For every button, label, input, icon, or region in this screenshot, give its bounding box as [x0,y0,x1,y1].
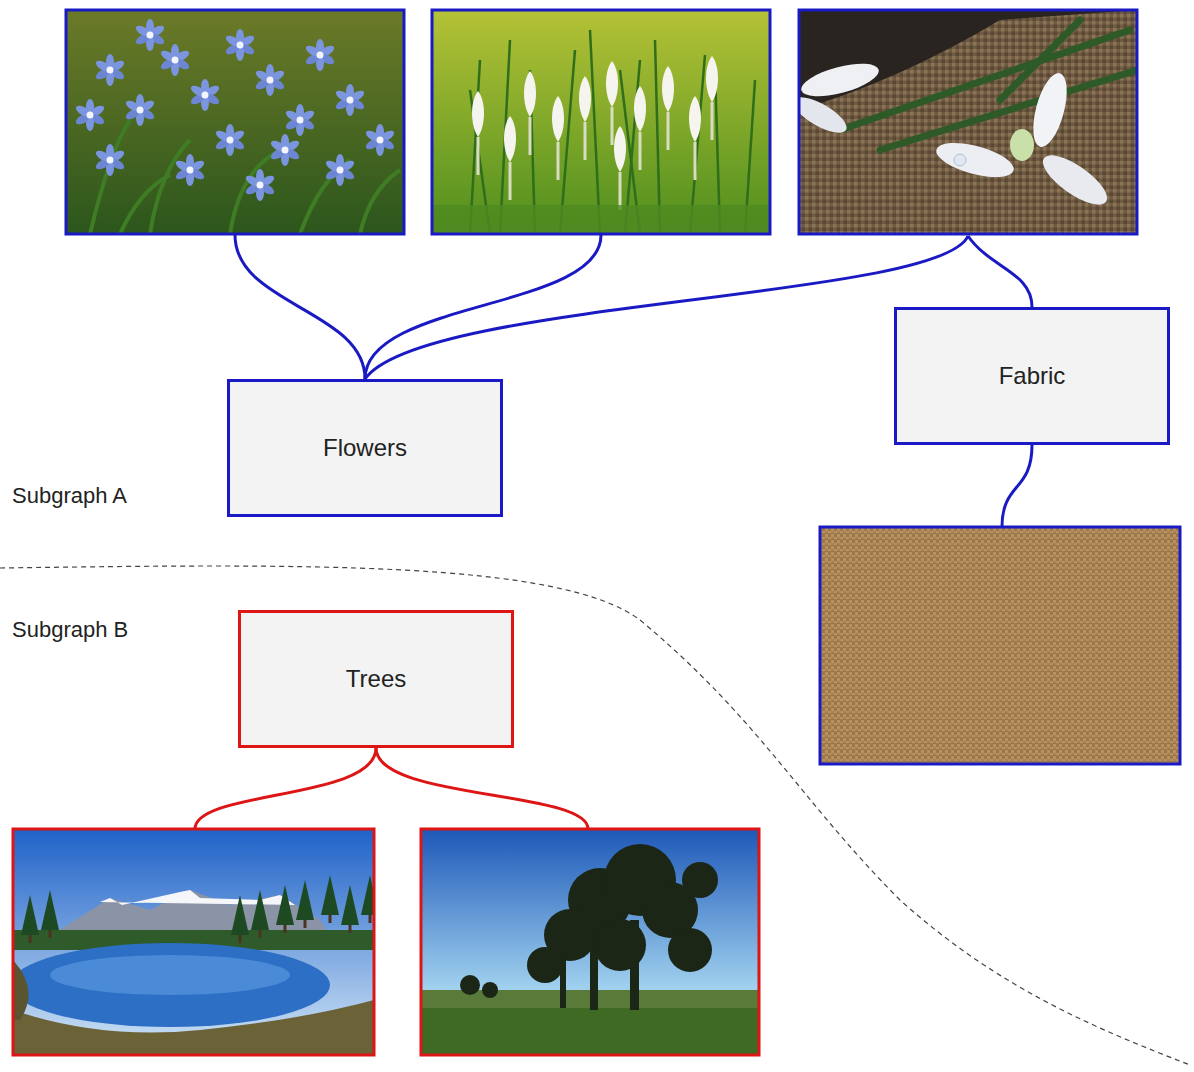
box-label: Fabric [999,362,1066,390]
flower-photo [66,10,404,234]
photo-frame [820,527,1180,764]
photo-frame [799,10,1137,234]
subgraph-label: Subgraph B [12,617,128,643]
subgraph-divider [0,566,1190,1065]
category-box: Trees [238,610,514,748]
snowdrop-photo [799,10,1137,234]
subgraph-label: Subgraph A [12,483,127,509]
photo-frame [432,10,770,234]
box-label: Flowers [323,434,407,462]
fabric-photo [820,527,1180,764]
box-label: Trees [346,665,406,693]
crocus-photo [432,10,770,234]
tree-photo [421,829,759,1055]
photo-frame [421,829,759,1055]
category-box: Fabric [894,307,1170,445]
lake-photo [13,829,374,1055]
photo-frame [13,829,374,1055]
red-connector [195,748,588,829]
category-box: Flowers [227,379,503,517]
photo-frame [66,10,404,234]
